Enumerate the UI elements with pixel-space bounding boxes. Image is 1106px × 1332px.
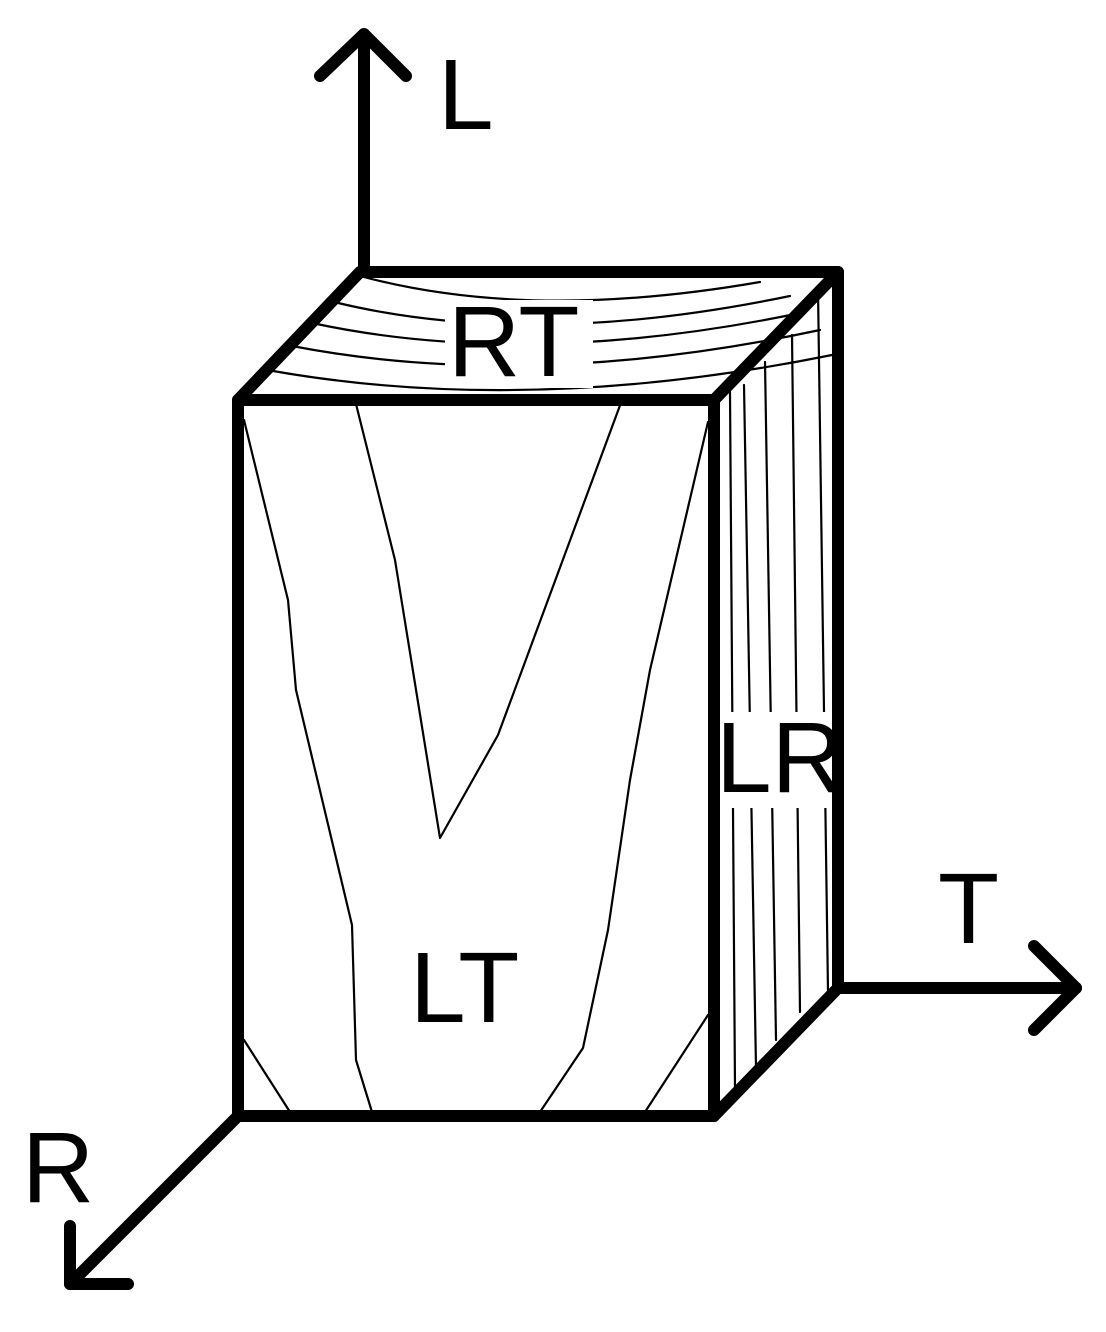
lr-grain-line [763,360,778,1042]
lr-face-grain [728,288,830,1090]
axis-l [314,28,412,278]
lr-grain-line [790,333,802,1014]
lr-label-background [720,712,836,808]
top-face-outline [232,266,844,406]
lt-face-label: LT [410,932,519,1044]
lt-grain-line [353,398,624,840]
lt-grain-line [242,1038,292,1114]
lt-face-grain [242,398,710,1114]
axis-t [832,940,1082,1036]
block-outline [232,266,844,1122]
axis-r [64,1110,244,1290]
lr-face-label: LR [716,702,844,814]
lt-grain-line [538,420,710,1114]
lr-grain-line [816,288,830,994]
front-face-outline [232,394,720,1122]
rt-label-background [445,300,593,388]
lt-label-background [404,938,536,1034]
axis-t-label: T [938,853,999,965]
lt-grain-line [242,418,374,1114]
label-backgrounds [404,300,836,1034]
axis-r-label: R [22,1112,94,1224]
t-arrow-head [1028,940,1082,1036]
r-arrow-head [64,1220,134,1290]
axis-l-label: L [438,39,494,151]
rt-face-label: RT [448,286,580,398]
l-arrow-head [314,28,412,82]
lt-grain-line [643,1013,710,1114]
r-axis-line [64,1110,244,1290]
